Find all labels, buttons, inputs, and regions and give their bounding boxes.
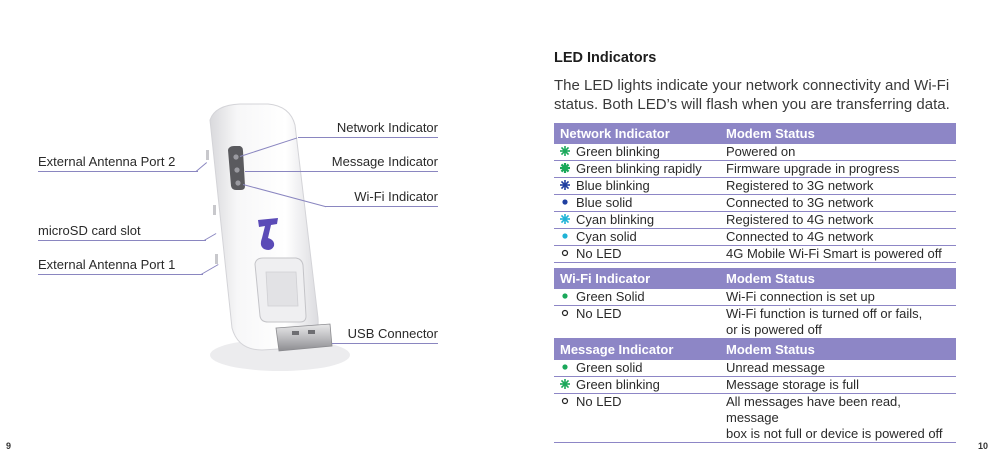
modem-status-text: Wi-Fi connection is set up — [726, 289, 875, 304]
label-wifi-indicator: Wi-Fi Indicator — [354, 189, 438, 204]
modem-status-text: Registered to 3G network — [726, 178, 874, 193]
header-indicator: Wi-Fi Indicator — [560, 271, 651, 286]
label-external-antenna-port-2: External Antenna Port 2 — [38, 154, 176, 169]
table-header: Network Indicator Modem Status — [554, 123, 956, 144]
led-state-label: No LED — [576, 306, 622, 321]
page-number-left: 9 — [6, 441, 12, 451]
modem-status-line: All messages have been read, message — [726, 394, 901, 425]
modem-status-text: Powered on — [726, 144, 796, 159]
callout-line-network — [298, 137, 438, 138]
modem-status-text: Message storage is full — [726, 377, 859, 392]
dot-blue-icon — [554, 195, 576, 208]
circle-off-icon — [554, 246, 576, 259]
table-row: Green blinking Powered on — [554, 144, 956, 161]
label-message-indicator: Message Indicator — [331, 154, 438, 169]
led-state-label: Blue blinking — [576, 178, 650, 193]
star-blue-icon — [554, 178, 576, 191]
modem-status-line: Wi-Fi function is turned off or fails, — [726, 306, 923, 321]
modem-status-text: 4G Mobile Wi-Fi Smart is powered off — [726, 246, 942, 261]
table-row: No LED Wi-Fi function is turned off or fa… — [554, 306, 956, 339]
dot-cyan-icon — [554, 229, 576, 242]
led-state-label: Cyan solid — [576, 229, 637, 244]
led-state-label: Green blinking — [576, 144, 660, 159]
header-modem-status: Modem Status — [726, 271, 815, 286]
modem-status-text: Registered to 4G network — [726, 212, 874, 227]
label-external-antenna-port-1: External Antenna Port 1 — [38, 257, 176, 272]
led-state-label: Cyan blinking — [576, 212, 655, 227]
modem-status-line: box is not full or device is powered off — [726, 426, 943, 441]
circle-off-icon — [554, 394, 576, 407]
header-indicator: Network Indicator — [560, 126, 670, 141]
dot-green-icon — [554, 289, 576, 302]
callout-line-message — [245, 171, 438, 172]
header-modem-status: Modem Status — [726, 126, 815, 141]
circle-off-icon — [554, 306, 576, 319]
modem-status-text: Firmware upgrade in progress — [726, 161, 900, 176]
table-row: Green Solid Wi-Fi connection is set up — [554, 289, 956, 306]
page-number-right: 10 — [977, 441, 988, 451]
header-indicator: Message Indicator — [560, 342, 674, 357]
callout-line-wifi — [325, 206, 438, 207]
modem-status-text: Wi-Fi function is turned off or fails,or… — [720, 306, 956, 338]
section-title: LED Indicators — [554, 50, 657, 66]
modem-status-text: Connected to 3G network — [726, 195, 874, 210]
callout-line-antenna-2 — [38, 171, 198, 172]
led-state-label: Green blinking rapidly — [576, 161, 702, 176]
usb-modem-illustration — [206, 103, 350, 371]
label-microsd-card-slot: microSD card slot — [38, 223, 141, 238]
table-row: Green blinking Message storage is full — [554, 377, 956, 394]
dot-green-icon — [554, 360, 576, 373]
star-green-icon — [554, 144, 576, 157]
led-state-label: No LED — [576, 246, 622, 261]
callout-line-usb — [332, 343, 438, 344]
table-row: No LED 4G Mobile Wi-Fi Smart is powered o… — [554, 246, 956, 263]
led-state-label: Blue solid — [576, 195, 633, 210]
callout-line-antenna-1 — [38, 274, 203, 275]
table-row: Cyan blinking Registered to 4G network — [554, 212, 956, 229]
modem-status-text: Unread message — [726, 360, 825, 375]
star-cyan-icon — [554, 212, 576, 225]
intro-paragraph: The LED lights indicate your network con… — [554, 77, 950, 113]
left-page: External Antenna Port 2 microSD card slo… — [6, 103, 438, 451]
table-row: Blue blinking Registered to 3G network — [554, 178, 956, 195]
table-header: Message Indicator Modem Status — [554, 339, 956, 360]
table-row: Blue solid Connected to 3G network — [554, 195, 956, 212]
callout-line-microsd — [38, 240, 206, 241]
label-network-indicator: Network Indicator — [336, 120, 438, 135]
led-state-label: Green solid — [576, 360, 643, 375]
led-state-label: No LED — [576, 394, 622, 409]
table-row: No LED All messages have been read, messa… — [554, 394, 956, 443]
star-green-icon — [554, 377, 576, 390]
header-modem-status: Modem Status — [726, 342, 815, 357]
led-state-label: Green blinking — [576, 377, 660, 392]
table-header: Wi-Fi Indicator Modem Status — [554, 268, 956, 289]
modem-status-text: Connected to 4G network — [726, 229, 874, 244]
modem-status-line: or is powered off — [726, 322, 822, 337]
table-row: Green solid Unread message — [554, 360, 956, 377]
label-usb-connector: USB Connector — [347, 326, 438, 341]
table-row: Green blinking rapidly Firmware upgrade i… — [554, 161, 956, 178]
right-page: LED Indicators The LED lights indicate y… — [500, 0, 1000, 455]
table-row: Cyan solid Connected to 4G network — [554, 229, 956, 246]
star-green-bold-icon — [554, 161, 576, 174]
led-state-label: Green Solid — [576, 289, 645, 304]
